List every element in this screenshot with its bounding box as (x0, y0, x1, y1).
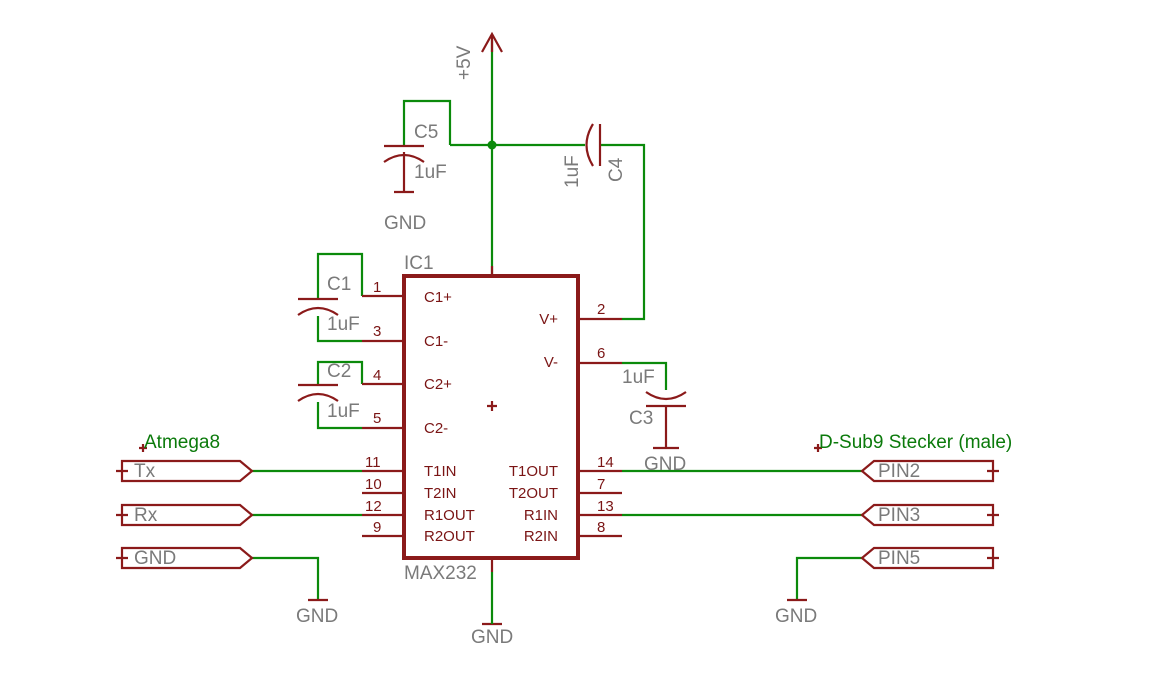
cap-ref: C3 (629, 408, 653, 429)
supply-label: +5V (454, 45, 475, 80)
cap-plate-curved (297, 392, 339, 402)
gnd-label: GND (471, 627, 513, 648)
connector-pin-shape (860, 546, 999, 570)
connector-origin-mark (139, 444, 147, 452)
cap-plate-curved (645, 391, 687, 401)
ic-pin-number: 11 (365, 454, 381, 471)
cap-value: 1uF (327, 314, 360, 335)
wire-c3 (622, 361, 668, 390)
ic-pin-number: 8 (597, 519, 605, 536)
cap-value: 1uF (414, 162, 447, 183)
wire-c2-top (316, 360, 364, 384)
gnd-label: GND (296, 606, 338, 627)
capacitor-c1: C1 1uF (297, 274, 360, 335)
connector-pin-label: Rx (134, 505, 158, 526)
ic-value: MAX232 (404, 563, 477, 584)
ground-right: GND (775, 598, 817, 627)
ic-pin-number: 2 (597, 301, 605, 318)
ic-left-pin-stubs (362, 294, 404, 538)
ic-pin-name: C1+ (424, 289, 452, 306)
ic-pin-number: 9 (373, 519, 381, 536)
connector-title: Atmega8 (144, 432, 220, 453)
wire-c4-to-vplus (600, 143, 646, 321)
wire-left-gnd (252, 556, 320, 600)
cap-value: 1uF (622, 367, 655, 388)
cap-ref: C5 (414, 122, 438, 143)
ic-pin-name: V+ (539, 311, 558, 328)
ic-pin-name: R1IN (524, 507, 558, 524)
gnd-label: GND (384, 213, 426, 234)
ic-pin-number: 7 (597, 476, 605, 493)
junction-dot (487, 140, 497, 150)
ic-pin-number: 5 (373, 410, 381, 427)
supply-arrow-icon (481, 31, 503, 53)
ic-pin-name: V- (544, 354, 558, 371)
ic-ref: IC1 (404, 253, 434, 274)
cap-ref: C2 (327, 361, 351, 382)
ic-pin-number: 4 (373, 367, 381, 384)
capacitor-c3: 1uF C3 (622, 367, 687, 448)
ic-pin-number: 1 (373, 279, 381, 296)
connector-pin-shape (116, 546, 254, 570)
ic-pin-name: R1OUT (424, 507, 475, 524)
ic-pin-name: C2+ (424, 376, 452, 393)
ic-pin-name: C2- (424, 420, 448, 437)
ic-right-pin-stubs (578, 317, 622, 538)
ic-pin-name: R2OUT (424, 528, 475, 545)
connector-pin-label: PIN2 (878, 461, 920, 482)
ic-pin-number: 14 (597, 454, 614, 471)
ic-pin-name: T1OUT (509, 463, 558, 480)
cap-ref: C4 (606, 157, 627, 182)
connector-dsub9: D-Sub9 Stecker (male) PIN2 PIN3 PIN5 (814, 432, 1012, 570)
cap-plate-curved (297, 306, 339, 316)
capacitor-c2: C2 1uF (297, 361, 360, 422)
ground-ic: GND (471, 572, 513, 648)
connector-atmega8: Atmega8 Tx Rx GND (116, 432, 254, 570)
connector-pin-shape (860, 459, 999, 483)
connector-pin-label: GND (134, 548, 176, 569)
cap-value: 1uF (562, 155, 583, 188)
ic-origin-mark (487, 401, 497, 411)
connector-title: D-Sub9 Stecker (male) (819, 432, 1012, 453)
wire-c5-loop (402, 99, 452, 145)
capacitor-c5: C5 1uF (383, 122, 447, 192)
connector-pin-shape (116, 503, 254, 527)
ic-pin-name: C1- (424, 333, 448, 350)
connector-origin-mark (814, 444, 822, 452)
connector-pin-shape (860, 503, 999, 527)
cap-ref: C1 (327, 274, 351, 295)
cap-plate-curved (585, 123, 594, 167)
gnd-label: GND (775, 606, 817, 627)
ground-c5: GND (384, 190, 426, 234)
cap-value: 1uF (327, 401, 360, 422)
connector-pin-shape (116, 459, 254, 483)
connector-pin-label: PIN3 (878, 505, 920, 526)
ic-pin-number: 10 (365, 476, 382, 493)
connector-pin-label: Tx (134, 461, 156, 482)
ic-pin-number: 3 (373, 323, 381, 340)
wire-c1-bottom (316, 316, 362, 343)
supply-5v: +5V (454, 31, 503, 80)
wires (252, 40, 862, 600)
ic-pin-number: 6 (597, 345, 605, 362)
wire-c1-top (316, 252, 364, 298)
ic-pin-number: 13 (597, 498, 614, 515)
ic-pin-number: 12 (365, 498, 382, 515)
gnd-label: GND (644, 454, 686, 475)
ic-pin-name: R2IN (524, 528, 558, 545)
ground-left: GND (296, 598, 338, 627)
wire-c2-bottom (316, 402, 362, 430)
wire-pin5 (795, 556, 862, 600)
ground-c3: GND (644, 446, 686, 475)
capacitor-c4: 1uF C4 (562, 123, 627, 188)
connector-pin-label: PIN5 (878, 548, 920, 569)
ic-max232: IC1 MAX232 1 3 4 5 11 10 12 9 C1+ C1- C2… (362, 253, 622, 584)
ic-pin-name: T2OUT (509, 485, 558, 502)
ic-pin-name: T2IN (424, 485, 457, 502)
ic-pin-name: T1IN (424, 463, 457, 480)
